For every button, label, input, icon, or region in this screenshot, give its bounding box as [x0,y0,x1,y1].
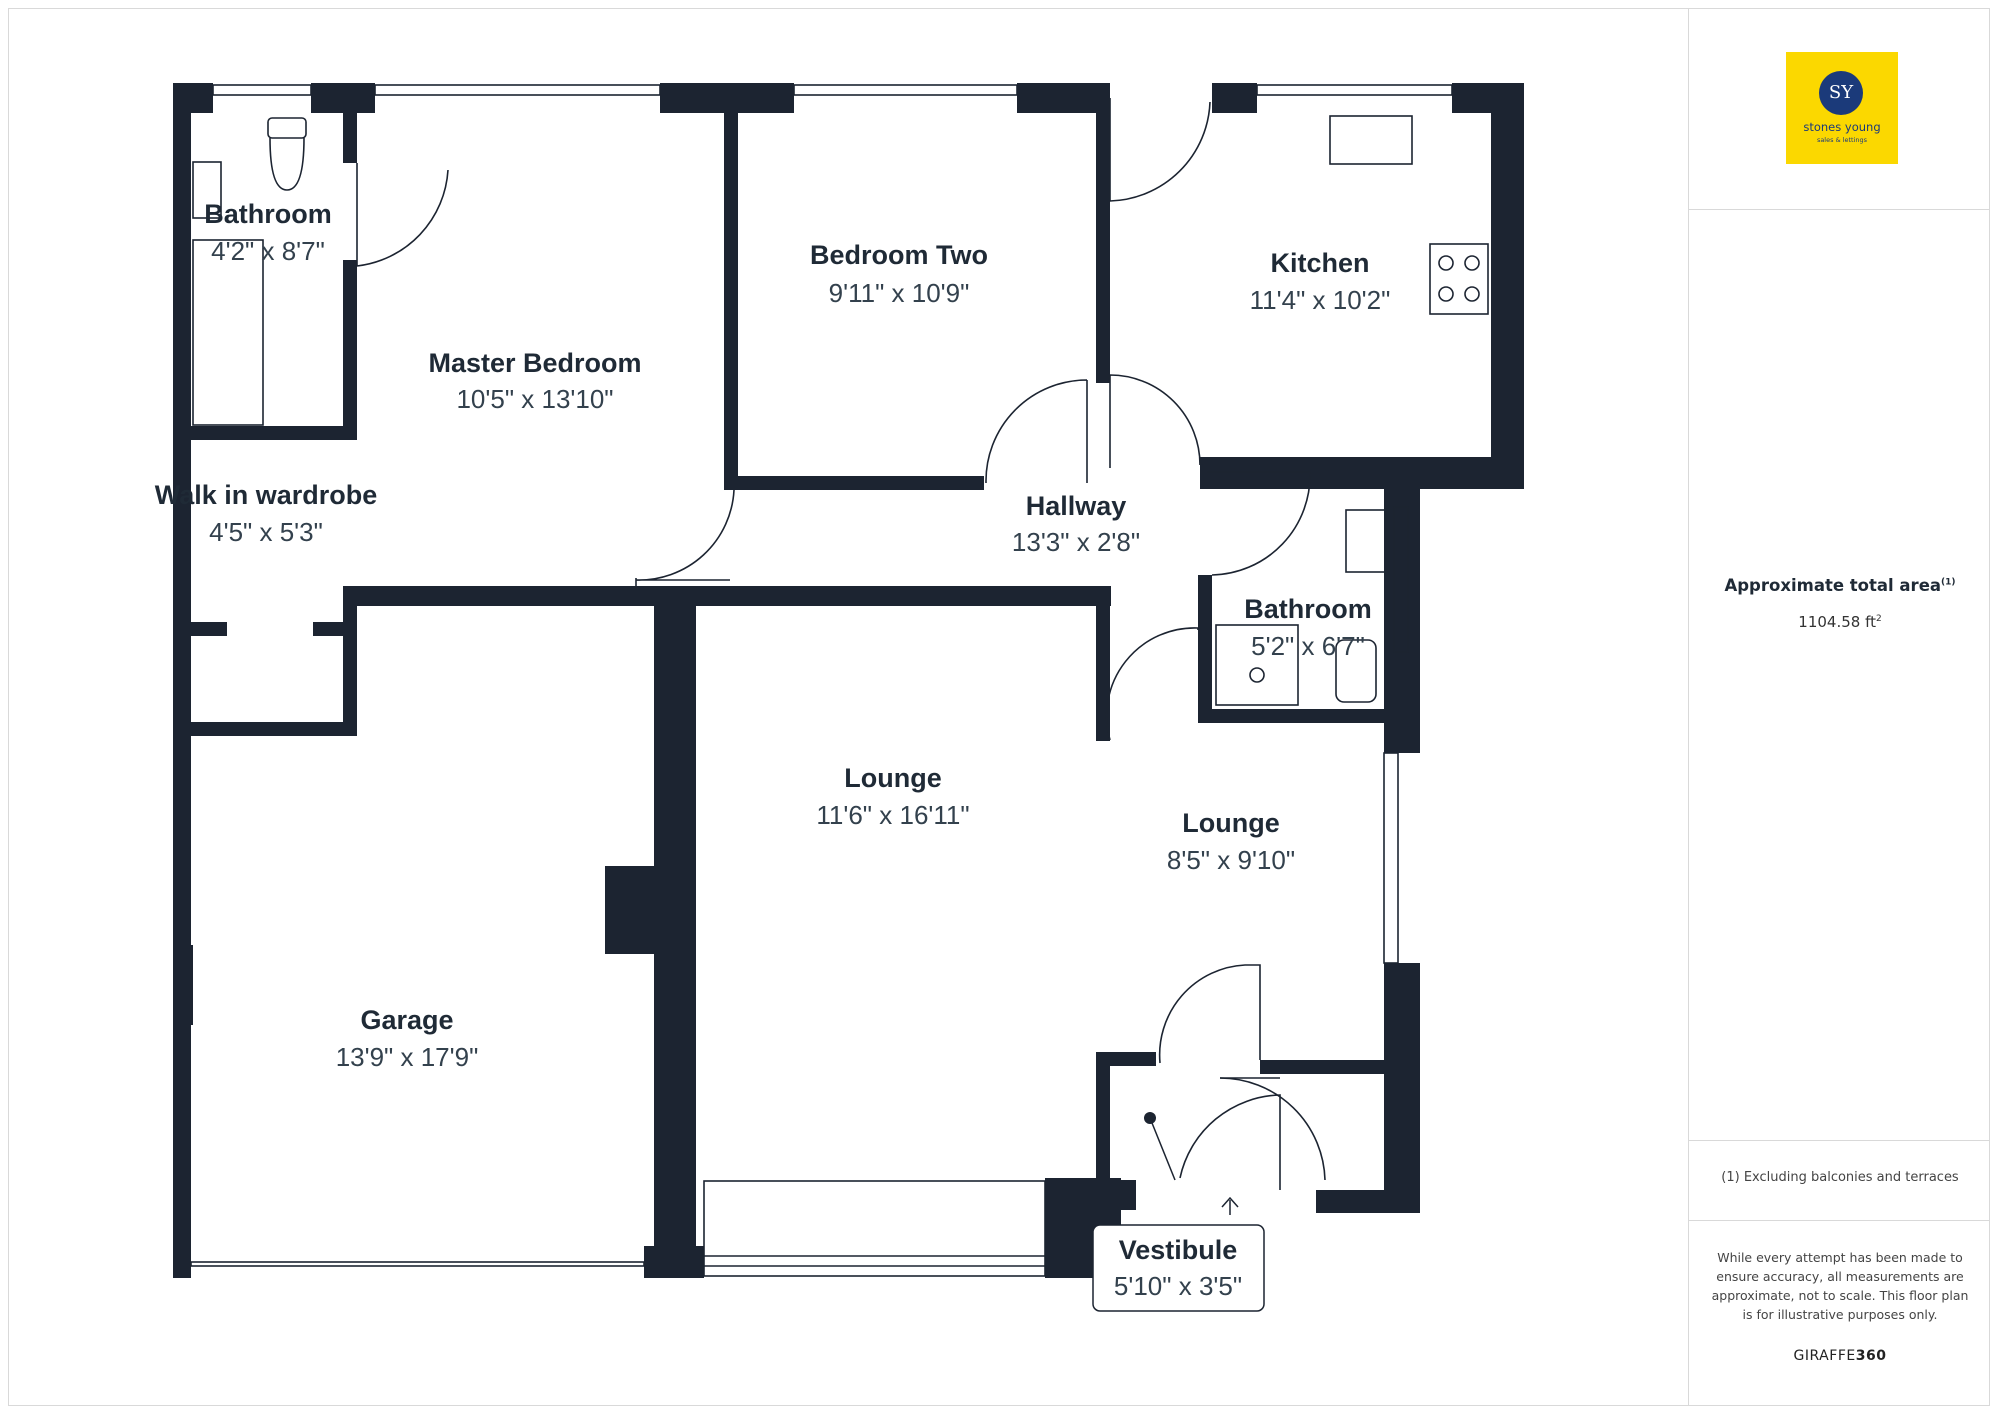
room-dims-bathroom-2: 5'2" x 6'7" [1251,631,1365,661]
disclaimer: While every attempt has been made to ens… [1711,1250,1969,1322]
room-dims-kitchen: 11'4" x 10'2" [1250,285,1391,315]
windows [190,84,1453,1277]
room-name-hallway: Hallway [1026,491,1127,521]
info-panel: SY stones young sales & lettings Approxi… [1688,8,1990,1406]
brand-part2: 360 [1855,1348,1887,1364]
page-frame [8,8,1990,1406]
room-dims-bathroom-1: 4'2" x 8'7" [211,236,325,266]
room-dims-vestibule: 5'10" x 3'5" [1114,1271,1242,1301]
area-value-text: 1104.58 ft [1798,613,1876,631]
room-dims-bedroom-two: 9'11" x 10'9" [829,278,970,308]
room-dims-hallway: 13'3" x 2'8" [1012,527,1140,557]
doors [356,98,1326,1190]
area-value-sup: 2 [1875,614,1882,624]
room-name-lounge-1: Lounge [844,763,941,793]
footnote: (1) Excluding balconies and terraces [1721,1170,1959,1185]
area-value: 1104.58 ft2 [1689,613,1991,631]
floor-plan: Bathroom 4'2" x 8'7" Master Bedroom 10'5… [155,83,1524,1312]
room-labels: Bathroom 4'2" x 8'7" Master Bedroom 10'5… [155,199,1391,1301]
logo-tagline: sales & lettings [1816,136,1868,144]
room-name-garage: Garage [360,1005,453,1035]
brand-mark: GIRAFFE360 [1689,1348,1991,1364]
room-dims-lounge-2: 8'5" x 9'10" [1167,845,1295,875]
room-dims-lounge-1: 11'6" x 16'11" [816,800,969,830]
divider [1689,1140,1990,1141]
divider [1689,1220,1990,1221]
room-dims-garage: 13'9" x 17'9" [336,1042,479,1072]
room-name-bathroom-2: Bathroom [1244,594,1372,624]
room-name-vestibule: Vestibule [1119,1235,1238,1265]
brand-logo: SY stones young sales & lettings [1786,52,1898,164]
divider [1689,209,1990,210]
room-name-bedroom-two: Bedroom Two [810,240,988,270]
fixtures [192,115,1489,706]
logo-name: stones young [1803,120,1881,134]
vestibule-label-box [1092,1224,1265,1312]
entrance-arrow-icon [1221,1196,1239,1215]
walls [173,83,1524,1278]
room-name-walk-in-wardrobe: Walk in wardrobe [155,480,378,510]
area-title-text: Approximate total area [1724,576,1942,595]
room-name-bathroom-1: Bathroom [204,199,332,229]
area-title: Approximate total area(1) [1689,576,1991,595]
room-dims-walk-in-wardrobe: 4'5" x 5'3" [209,517,323,547]
brand-part1: GIRAFFE [1793,1348,1856,1364]
room-name-kitchen: Kitchen [1270,248,1369,278]
room-dims-master-bedroom: 10'5" x 13'10" [456,384,613,414]
logo-initials: SY [1819,71,1863,115]
room-name-lounge-2: Lounge [1182,808,1279,838]
area-title-sup: (1) [1941,577,1956,588]
room-name-master-bedroom: Master Bedroom [428,348,641,378]
